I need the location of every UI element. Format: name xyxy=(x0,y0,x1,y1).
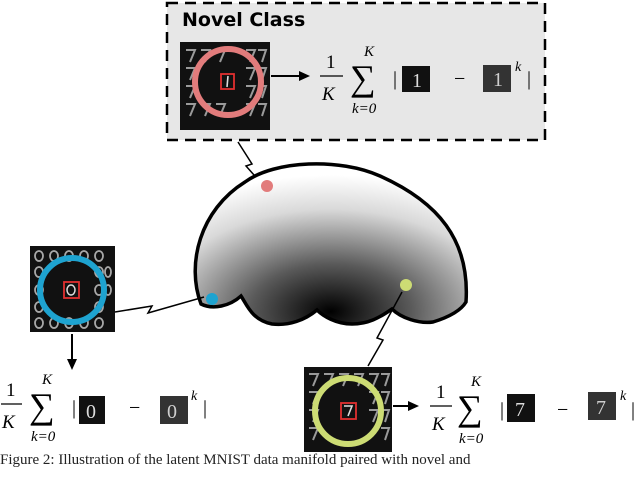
novel-proto-digit xyxy=(483,65,511,92)
seven-superscript-k: k xyxy=(620,389,627,404)
figure-caption: Figure 2: Illustration of the latent MNI… xyxy=(0,452,471,468)
zero-query-stroke xyxy=(66,284,76,296)
zero-proto-digit-glyph: 0 xyxy=(167,401,177,423)
zero-class-panel: 1 K K ∑ k=0 | 0 − 0 k | xyxy=(1,246,207,445)
seven-highlight-box xyxy=(340,402,357,420)
frac-num: 1 xyxy=(326,52,336,73)
novel-query-digit-glyph: 1 xyxy=(412,70,422,92)
seven-proto-digit-glyph: 7 xyxy=(596,397,606,419)
zero-proto-digit xyxy=(160,396,188,424)
novel-highlight-box xyxy=(220,73,235,90)
zero-frac-num: 1 xyxy=(6,380,16,401)
seven-proto-digit xyxy=(588,392,616,420)
zero-highlight-box xyxy=(63,281,80,299)
seven-query-digit xyxy=(507,394,535,422)
seven-class-panel: 1 K K ∑ k=0 | 7 − 7 k | xyxy=(304,367,635,452)
sum-lower: k=0 xyxy=(352,101,377,117)
zero-class-point xyxy=(206,293,218,305)
zero-frac-den: K xyxy=(1,412,16,433)
novel-arrow-head xyxy=(299,71,310,81)
zero-sum-sigma: ∑ xyxy=(29,386,55,426)
seven-formula: 1 K K ∑ k=0 | 7 − 7 k | xyxy=(430,374,635,447)
abs-bar-left: | xyxy=(393,68,397,90)
zero-connector xyxy=(114,296,205,315)
zero-superscript-k: k xyxy=(191,389,198,404)
novel-class-ring xyxy=(192,46,264,118)
manifold-shape xyxy=(193,162,469,327)
zero-class-ring xyxy=(37,255,107,325)
zero-sum-lower: k=0 xyxy=(31,429,56,445)
seven-query-stroke xyxy=(344,405,354,417)
seven-frac-den: K xyxy=(431,414,446,435)
sum-sigma: ∑ xyxy=(350,58,376,98)
manifold-figure: Novel Class 1 K K ∑ k=0 | 1 − 1 xyxy=(1,1,635,452)
zero-query-digit xyxy=(79,396,105,424)
novel-query-digit xyxy=(402,66,430,92)
seven-sum-sigma: ∑ xyxy=(457,388,483,428)
seven-class-point xyxy=(400,279,412,291)
seven-connector xyxy=(367,291,403,367)
frac-den: K xyxy=(321,84,336,105)
zero-abs-bar-right: | xyxy=(203,397,207,419)
novel-class-panel: Novel Class 1 K K ∑ k=0 | 1 − 1 xyxy=(165,1,547,142)
seven-abs-bar-right: | xyxy=(631,399,635,421)
sum-upper: K xyxy=(363,44,375,60)
seven-class-ring xyxy=(312,375,384,447)
novel-class-point xyxy=(261,180,273,192)
zero-abs-bar-left: | xyxy=(72,397,76,419)
zero-sum-upper: K xyxy=(41,372,53,388)
zero-query-digit-glyph: 0 xyxy=(86,401,96,423)
zero-formula: 1 K K ∑ k=0 | 0 − 0 k | xyxy=(1,372,207,445)
seven-arrow-head xyxy=(408,401,419,411)
seven-minus-sign: − xyxy=(557,399,568,421)
seven-frac-num: 1 xyxy=(436,382,446,403)
abs-bar-right: | xyxy=(527,68,531,90)
superscript-k: k xyxy=(515,60,522,75)
zero-arrow-head xyxy=(67,359,77,370)
minus-sign: − xyxy=(454,68,465,90)
novel-formula: 1 K K ∑ k=0 | 1 − 1 k | xyxy=(320,44,531,117)
novel-query-stroke xyxy=(226,75,229,88)
novel-proto-digit-glyph: 1 xyxy=(493,69,503,91)
seven-sum-upper: K xyxy=(470,374,482,390)
seven-query-digit-glyph: 7 xyxy=(515,399,525,421)
zero-minus-sign: − xyxy=(129,397,140,419)
seven-sum-lower: k=0 xyxy=(459,431,484,447)
seven-abs-bar-left: | xyxy=(500,399,504,421)
novel-class-title: Novel Class xyxy=(182,9,305,31)
